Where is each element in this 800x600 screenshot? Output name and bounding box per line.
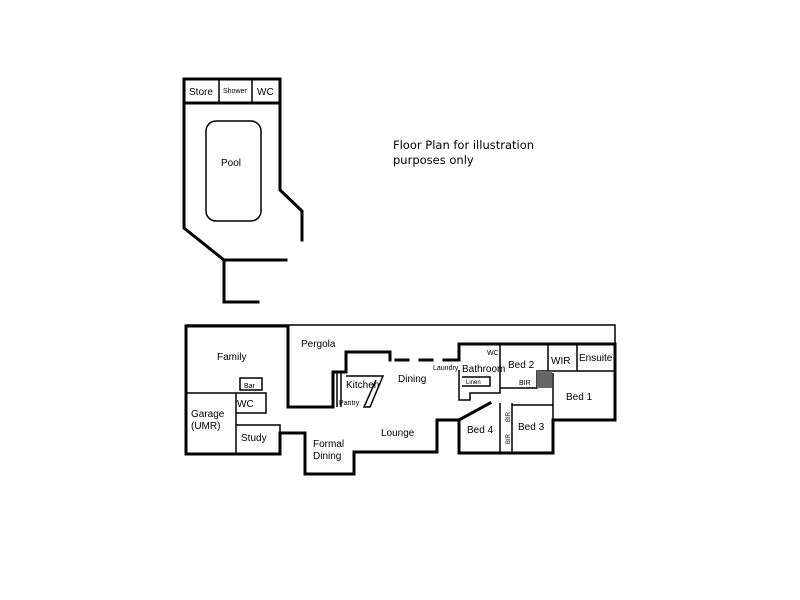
kitchen-bench (336, 372, 385, 408)
bed3-label: Bed 3 (518, 422, 545, 433)
study-wall (236, 424, 281, 454)
bar-outline (239, 377, 263, 391)
wc-outline (236, 392, 267, 414)
disclaimer-line-2: purposes only (393, 153, 474, 167)
store-label: Store (189, 87, 213, 98)
pool-label: Pool (221, 158, 241, 169)
laundry-label: Laundry (433, 365, 459, 372)
linen-cupboard (462, 376, 491, 387)
ensuite-label: Ensuite (579, 353, 613, 364)
lounge-label: Lounge (381, 428, 415, 439)
bed3-bed4-walls (499, 403, 553, 453)
pool-area-outline (182, 77, 304, 262)
pool-basin (205, 120, 262, 222)
dining-label: Dining (398, 374, 426, 385)
formal-dining-label-line1: Formal (313, 439, 344, 450)
garage-label-line2: (UMR) (191, 421, 220, 432)
disclaimer-note: Floor Plan for illustration purposes onl… (393, 138, 534, 168)
shower-label: Shower (223, 88, 247, 95)
bed3-bir-label: BIR (506, 433, 512, 444)
study-label: Study (241, 433, 267, 444)
bathroom-wc-label: WC (487, 350, 499, 357)
laundry-bathroom-walls (458, 344, 501, 401)
pantry-label: Pantry (339, 400, 360, 407)
bed4-label: Bed 4 (467, 425, 494, 436)
bathroom-label: Bathroom (462, 364, 505, 375)
pergola-label: Pergola (301, 339, 336, 350)
family-label: Family (217, 352, 246, 363)
garage-label-line1: Garage (191, 409, 225, 420)
pool-area-tail-wall (222, 258, 260, 304)
house: Pergola Family Bar WC Garage (UMR) Study… (184, 324, 617, 476)
house-west-outline (184, 324, 461, 476)
linen-label: Linen (466, 380, 481, 386)
bar-label: Bar (244, 383, 256, 390)
wc-label: WC (237, 399, 254, 410)
pool-area: Store Shower WC Pool (182, 77, 304, 304)
wir-robe-block (537, 371, 552, 388)
formal-dining-label-line2: Dining (313, 451, 341, 462)
kitchen-label: Kitchen (346, 380, 379, 391)
pool-wc-label: WC (257, 87, 274, 98)
disclaimer-line-1: Floor Plan for illustration (393, 138, 535, 152)
family-pergola-wall (286, 324, 392, 409)
bed4-north-wall (456, 400, 493, 423)
bed4-bir-label: BIR (506, 411, 512, 422)
bed1-label: Bed 1 (566, 392, 593, 403)
wir-label: WIR (551, 356, 570, 367)
bed2-bir-label: BIR (519, 380, 531, 387)
bed2-label: Bed 2 (508, 360, 535, 371)
